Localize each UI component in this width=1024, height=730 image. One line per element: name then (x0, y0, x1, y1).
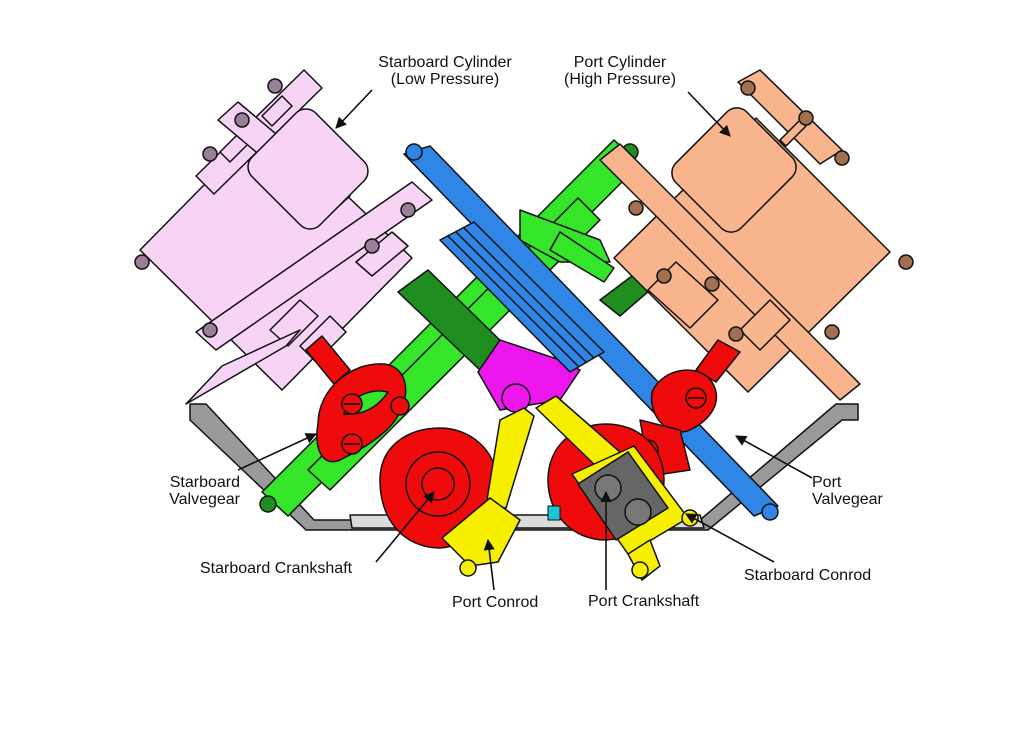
label-port-crankshaft: Port Crankshaft (588, 593, 700, 610)
label-port-cylinder: Port Cylinder (High Pressure) (550, 54, 690, 88)
label-port-conrod: Port Conrod (452, 594, 539, 611)
port-valvegear (637, 339, 741, 477)
arrow-port-cylinder (687, 91, 731, 137)
label-starboard-valvegear: Starboard Valvegear (140, 474, 240, 508)
arrow-starboard-crankshaft (375, 491, 435, 563)
port-cylinder (599, 69, 914, 401)
label-starboard-cylinder: Starboard Cylinder (Low Pressure) (365, 54, 525, 88)
label-starboard-valvegear-line2: Valvegear (169, 491, 240, 508)
label-starboard-cylinder-line1: Starboard Cylinder (378, 54, 512, 71)
arrow-starboard-valvegear (237, 433, 318, 471)
label-port-valvegear-line1: Port (812, 474, 842, 491)
label-starboard-conrod: Starboard Conrod (744, 567, 872, 584)
starboard-cylinder (134, 69, 433, 405)
arrow-port-valvegear (735, 435, 813, 479)
label-port-valvegear-line2: Valvegear (812, 491, 883, 508)
label-port-valvegear: Port Valvegear (812, 474, 912, 508)
label-starboard-crankshaft: Starboard Crankshaft (200, 560, 353, 577)
cyan-spacer (547, 505, 561, 521)
starboard-valvegear (305, 335, 410, 463)
arrow-starboard-cylinder (335, 89, 373, 129)
label-port-cylinder-line2: (High Pressure) (563, 71, 677, 88)
arrow-port-conrod (483, 538, 495, 591)
arrow-starboard-conrod (685, 513, 775, 563)
label-starboard-valvegear-line1: Starboard (169, 474, 240, 491)
label-starboard-cylinder-line2: (Low Pressure) (390, 71, 500, 88)
label-port-cylinder-line1: Port Cylinder (573, 54, 667, 71)
port-conrod (441, 407, 535, 577)
callout-arrows (237, 89, 813, 591)
